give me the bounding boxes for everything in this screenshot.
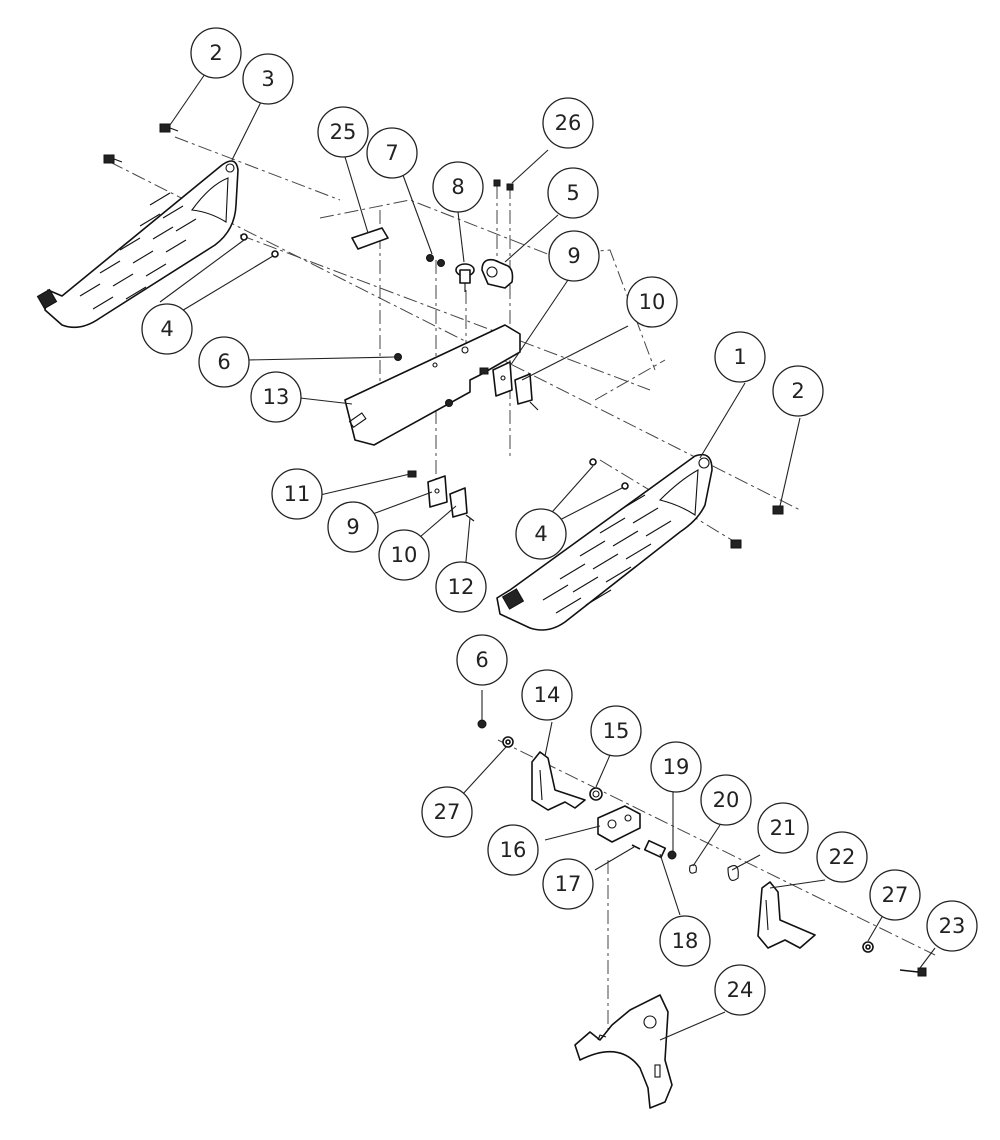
callout-7: 7 [366, 127, 418, 179]
callout-12: 12 [435, 561, 487, 613]
washer-icon [589, 458, 629, 490]
callout-number: 13 [263, 385, 290, 409]
callout-16: 16 [487, 824, 539, 876]
callout-10-lower: 10 [378, 529, 430, 581]
callout-17: 17 [542, 858, 594, 910]
callout-27-left: 27 [421, 786, 473, 838]
callout-number: 24 [727, 978, 754, 1002]
callout-2-right: 2 [772, 365, 824, 417]
callout-number: 16 [500, 838, 527, 862]
mount-plate-icon [574, 994, 673, 1109]
bracket-block-icon [481, 258, 514, 289]
callout-number: 4 [534, 522, 547, 546]
callout-number: 6 [475, 648, 488, 672]
hinge-bracket-icon [407, 470, 475, 522]
callout-4-lower: 4 [515, 508, 567, 560]
nut-icon [477, 719, 487, 729]
callout-26: 26 [542, 97, 594, 149]
callout-5: 5 [547, 167, 599, 219]
callout-6-lower: 6 [456, 634, 508, 686]
callout-18: 18 [659, 915, 711, 967]
callout-13: 13 [250, 371, 302, 423]
bolt-icon [159, 123, 179, 133]
callout-number: 27 [434, 800, 461, 824]
callout-number: 21 [770, 816, 797, 840]
bolt-icon [730, 539, 742, 549]
callout-number: 12 [448, 575, 475, 599]
callout-number: 15 [603, 719, 630, 743]
callout-number: 11 [284, 482, 311, 506]
callout-number: 22 [829, 845, 856, 869]
callout-number: 5 [566, 181, 579, 205]
callout-10-upper: 10 [626, 276, 678, 328]
callout-number: 17 [555, 872, 582, 896]
hinge-bracket-icon [479, 361, 539, 411]
label-sticker-icon [351, 227, 389, 250]
callout-number: 27 [882, 883, 909, 907]
nut-icon [394, 353, 402, 361]
shaft-icon [643, 839, 677, 860]
callout-22: 22 [816, 831, 868, 883]
callout-number: 20 [713, 788, 740, 812]
callout-6-upper: 6 [198, 336, 250, 388]
nut-icon [445, 399, 453, 407]
callout-number: 4 [160, 317, 173, 341]
bolt-icon [103, 154, 123, 164]
bolt-icon [899, 967, 927, 977]
callout-19: 19 [650, 741, 702, 793]
callout-number: 18 [672, 929, 699, 953]
washer-icon [240, 233, 279, 258]
lock-block-icon [597, 805, 641, 843]
callout-9-lower: 9 [327, 501, 379, 553]
callout-number: 23 [939, 914, 966, 938]
callout-15: 15 [590, 705, 642, 757]
footplate-right-icon [496, 453, 713, 631]
callout-number: 19 [663, 755, 690, 779]
callout-25: 25 [317, 106, 369, 158]
callout-number: 8 [451, 175, 464, 199]
callout-24: 24 [714, 964, 766, 1016]
washer-icon [862, 941, 874, 953]
bolt-icon [772, 505, 784, 515]
callout-8: 8 [432, 161, 484, 213]
screw-icon [493, 179, 514, 191]
callout-27-right: 27 [869, 869, 921, 921]
screw-icon [426, 254, 445, 267]
callout-number: 2 [791, 379, 804, 403]
callout-20: 20 [700, 774, 752, 826]
callout-14: 14 [521, 669, 573, 721]
washer-icon [502, 736, 514, 748]
pin-icon [631, 844, 641, 850]
callout-3: 3 [242, 53, 294, 105]
callout-11: 11 [271, 468, 323, 520]
callout-number: 25 [330, 120, 357, 144]
callout-number: 10 [639, 290, 666, 314]
sector-plate-icon [531, 751, 586, 811]
callout-number: 10 [391, 543, 418, 567]
leader-lines [159, 73, 936, 1041]
clip-icon [689, 864, 697, 874]
callout-number: 14 [534, 683, 561, 707]
callout-number: 7 [385, 141, 398, 165]
callout-2-upper: 2 [190, 27, 242, 79]
cross-bar-icon [344, 324, 521, 446]
callout-4-upper: 4 [141, 303, 193, 355]
callout-1: 1 [714, 331, 766, 383]
callout-number: 3 [261, 67, 274, 91]
callout-23: 23 [926, 900, 978, 952]
spring-icon [727, 865, 739, 881]
callout-9-upper: 9 [548, 230, 600, 282]
callout-number: 6 [217, 350, 230, 374]
callout-number: 9 [346, 515, 359, 539]
callout-number: 9 [567, 244, 580, 268]
callout-number: 1 [733, 345, 746, 369]
callout-number: 26 [555, 111, 582, 135]
footplate-left-icon [36, 160, 239, 329]
knob-icon [455, 263, 475, 292]
callout-21: 21 [757, 802, 809, 854]
callout-number: 2 [209, 41, 222, 65]
spring-icon [589, 787, 603, 801]
